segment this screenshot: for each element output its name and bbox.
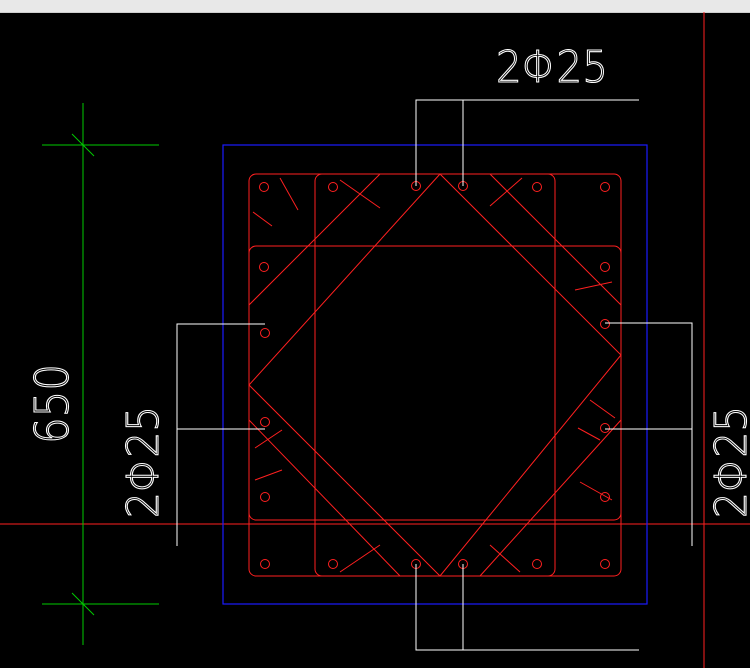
rebar-bar-2 (328, 182, 338, 192)
hook-6 (589, 399, 616, 419)
rebar-bar-14 (600, 492, 610, 502)
rebar-bar-7 (259, 262, 269, 272)
column-outline (222, 144, 648, 605)
diag-tie-top-right (489, 173, 622, 306)
inner-stirrup-horizontal (248, 245, 622, 521)
leader-left (176, 323, 265, 546)
hook-10 (339, 544, 381, 573)
hook-9 (254, 469, 283, 481)
leader-top (415, 99, 639, 186)
hook-2 (252, 211, 273, 227)
rebar-bar-13 (260, 492, 270, 502)
right-rebar-label: 2Φ25 (706, 406, 750, 518)
rebar-bar-15 (260, 559, 270, 569)
axis-lines (0, 12, 750, 668)
rebar-bar-1 (259, 182, 269, 192)
diag-tie-top-left (248, 173, 381, 306)
hook-3 (339, 179, 381, 209)
rebar-bar-11 (260, 417, 270, 427)
hook-7 (577, 427, 601, 441)
diamond-tie (248, 173, 622, 577)
stirrups (248, 173, 622, 577)
rebar-bar-10 (600, 319, 610, 329)
rebar-bar-12 (600, 423, 610, 433)
diag-tie-bottom-left (248, 419, 401, 577)
hook-1 (279, 177, 299, 211)
hook-8 (254, 429, 283, 449)
leader-right (605, 322, 693, 546)
outer-stirrup (248, 173, 622, 577)
inner-stirrup-vertical (314, 173, 556, 577)
hook-5 (574, 281, 613, 291)
rebar-bar-6 (600, 182, 610, 192)
window-top-strip (0, 0, 750, 13)
leader-lines (176, 99, 693, 651)
dimension-650 (42, 103, 159, 645)
hook-4 (489, 177, 523, 207)
rebar-bar-5 (532, 182, 542, 192)
leader-bottom (415, 564, 639, 651)
dimension-value: 650 (25, 364, 79, 444)
dimension-tick-top (71, 133, 95, 157)
rebar-bar-9 (260, 328, 270, 338)
rebar-group (259, 181, 610, 569)
rebar-bar-20 (600, 559, 610, 569)
rebar-bar-19 (532, 559, 542, 569)
rebar-bar-8 (600, 262, 610, 272)
diag-tie-bottom-right (479, 419, 622, 577)
dimension-tick-bottom (71, 592, 95, 616)
top-rebar-label: 2Φ25 (496, 42, 608, 93)
hook-12 (579, 481, 613, 501)
rebar-bar-16 (328, 559, 338, 569)
hook-11 (489, 544, 521, 573)
left-rebar-label: 2Φ25 (118, 406, 169, 518)
